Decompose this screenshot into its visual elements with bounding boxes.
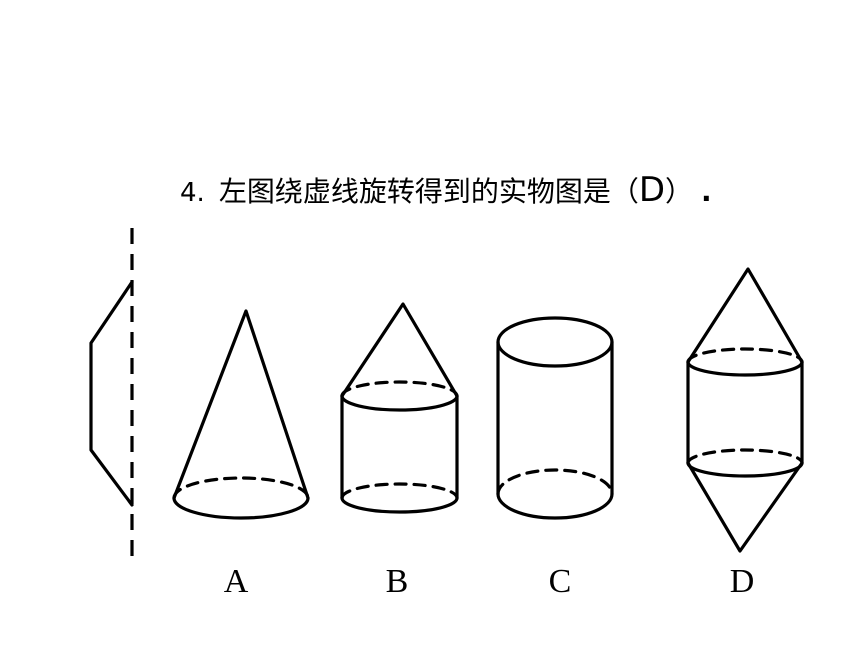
cylinder-b-top-back bbox=[340, 380, 459, 398]
source-figure bbox=[89, 228, 134, 565]
trapezoid-profile bbox=[89, 280, 134, 507]
cone-a-base-front bbox=[172, 496, 310, 520]
cone-d-top-sides bbox=[686, 267, 804, 364]
cylinder-c-top bbox=[496, 316, 614, 368]
option-d-label: D bbox=[730, 563, 755, 600]
option-c-label: C bbox=[549, 563, 572, 600]
cylinder-b-bottom-front bbox=[340, 496, 459, 514]
answer-letter: D bbox=[638, 170, 666, 210]
cylinder-b-top-front bbox=[340, 394, 459, 412]
cylinder-d-bottom-back bbox=[686, 448, 804, 465]
cylinder-c-bottom-front bbox=[496, 492, 614, 520]
cone-a-base-back bbox=[172, 476, 310, 500]
cone-a-sides bbox=[172, 309, 310, 500]
question-stem: 左图绕虚线旋转得到的实物图是（ bbox=[218, 175, 639, 208]
option-b-label: B bbox=[386, 563, 409, 600]
option-b-cylinder-cone bbox=[340, 302, 459, 514]
cone-b-sides bbox=[340, 302, 459, 398]
option-a-cone bbox=[172, 309, 310, 520]
option-d-double-cone-cylinder bbox=[686, 267, 804, 553]
option-c-cylinder bbox=[496, 316, 614, 520]
question-text: 4. 左图绕虚线旋转得到的实物图是（D）. bbox=[180, 170, 712, 213]
cylinder-c-bottom-back bbox=[496, 468, 614, 496]
cylinder-d-top-front bbox=[686, 360, 804, 377]
option-a-label: A bbox=[224, 563, 249, 600]
question-period: . bbox=[701, 175, 712, 208]
cylinder-d-bottom-front bbox=[686, 461, 804, 478]
cylinder-d-top-back bbox=[686, 347, 804, 364]
cone-d-bottom-sides bbox=[686, 461, 804, 553]
question-close-paren: ） bbox=[665, 175, 694, 208]
cylinder-b-bottom-back bbox=[340, 482, 459, 500]
question-number: 4. bbox=[180, 178, 205, 208]
